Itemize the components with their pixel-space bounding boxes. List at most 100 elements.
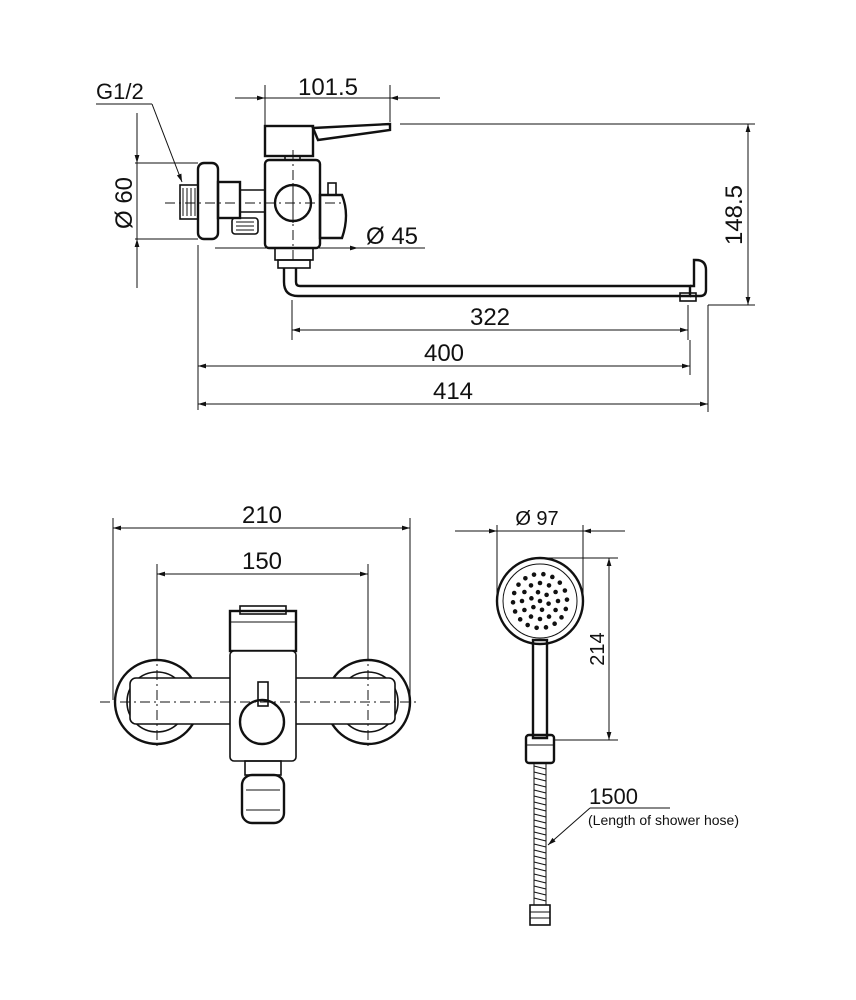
nozzle: [516, 582, 521, 587]
nozzle: [546, 583, 552, 588]
hose-rib: [533, 885, 547, 890]
dim-322: 322: [470, 304, 510, 331]
dim-214: 214: [587, 632, 609, 665]
lever-handle: [311, 122, 392, 142]
shower-dimensions: Ø 97 214 1500 (Length of shower hose): [455, 508, 739, 846]
hose-rib: [533, 831, 547, 836]
hose-rib: [533, 789, 547, 794]
nozzle: [523, 576, 528, 581]
shower-hose: [533, 765, 547, 902]
hose-rib: [533, 867, 547, 872]
nozzle: [559, 615, 564, 620]
nozzle: [525, 622, 530, 628]
nozzle: [555, 598, 561, 604]
front-view: [100, 605, 420, 825]
side-dimensions: 101.5 G1/2 Ø 60 Ø 45 148.5 322 400: [96, 74, 755, 412]
dim-101-5: 101.5: [298, 74, 358, 101]
front-lever: [228, 609, 298, 653]
hose-rib: [533, 765, 547, 770]
nozzle: [539, 607, 545, 613]
hose-rib: [533, 795, 547, 800]
nozzle: [562, 588, 568, 593]
thread-label: G1/2: [96, 79, 144, 104]
nozzle: [535, 589, 541, 595]
nozzle: [528, 614, 534, 619]
hose-note: (Length of shower hose): [588, 812, 739, 828]
hose-rib: [533, 849, 547, 854]
nozzle: [550, 574, 555, 580]
hose-rib: [533, 783, 547, 788]
nozzle: [564, 597, 570, 602]
nozzle: [544, 592, 549, 598]
nozzle: [553, 589, 558, 595]
handle-base: [524, 733, 556, 765]
shower-view: [495, 556, 585, 926]
nozzle: [563, 606, 569, 612]
hose-rib: [533, 879, 547, 884]
hose-rib: [533, 843, 547, 848]
nozzle: [511, 590, 517, 596]
nozzle: [528, 583, 534, 588]
shower-nozzles: [510, 571, 570, 631]
nozzle: [553, 607, 558, 613]
nozzle: [537, 598, 543, 604]
hose-rib: [533, 873, 547, 878]
front-outlet: [240, 773, 286, 825]
front-dimensions: 210 150: [112, 502, 411, 700]
dim-diameter-60: Ø 60: [111, 177, 138, 229]
nozzle: [557, 580, 563, 585]
hose-rib: [533, 861, 547, 866]
spout-tip: [690, 258, 708, 298]
nozzle: [541, 571, 546, 577]
nozzle: [531, 572, 537, 577]
dim-150: 150: [242, 548, 282, 575]
thread-connector: [179, 184, 199, 220]
dim-height-148-5: 148.5: [721, 185, 748, 245]
hose-rib: [533, 801, 547, 806]
hose-rib: [533, 837, 547, 842]
nozzle: [552, 621, 557, 626]
dim-diameter-97: Ø 97: [515, 508, 558, 530]
dim-1500: 1500: [589, 784, 638, 809]
nozzle: [546, 601, 551, 606]
hose-nut: [529, 904, 551, 926]
hose-rib: [533, 807, 547, 812]
lever-base: [263, 124, 315, 158]
dim-400: 400: [424, 340, 464, 367]
spout: [282, 268, 692, 298]
hose-rib: [533, 819, 547, 824]
hose-rib: [533, 771, 547, 776]
nozzle: [537, 616, 543, 622]
eccentric-arm: [216, 180, 242, 220]
nozzle: [537, 580, 543, 586]
diverter-side: [318, 193, 348, 240]
nozzle: [529, 596, 534, 601]
aerator: [679, 292, 697, 302]
side-view: [165, 122, 708, 302]
dim-diameter-45: Ø 45: [366, 223, 418, 250]
shower-head: [495, 556, 585, 646]
nozzle: [519, 598, 525, 604]
dim-414: 414: [433, 378, 473, 405]
nozzle: [531, 604, 536, 610]
hose-rib: [533, 891, 547, 896]
front-diverter: [238, 698, 286, 746]
side-nut: [231, 217, 259, 235]
hose-rib: [533, 825, 547, 830]
nozzle: [522, 607, 527, 613]
hose-rib: [533, 813, 547, 818]
dim-210: 210: [242, 502, 282, 529]
hose-rib: [533, 855, 547, 860]
nozzle: [522, 589, 527, 595]
nozzle: [534, 625, 539, 631]
nozzle: [546, 614, 552, 619]
nozzle: [510, 600, 516, 605]
hose-rib: [533, 897, 547, 902]
wall-flange: [196, 161, 220, 241]
nozzle: [543, 625, 549, 630]
hose-rib: [533, 777, 547, 782]
nozzle: [517, 617, 523, 622]
shower-handle: [531, 638, 549, 740]
nozzle: [512, 609, 518, 614]
